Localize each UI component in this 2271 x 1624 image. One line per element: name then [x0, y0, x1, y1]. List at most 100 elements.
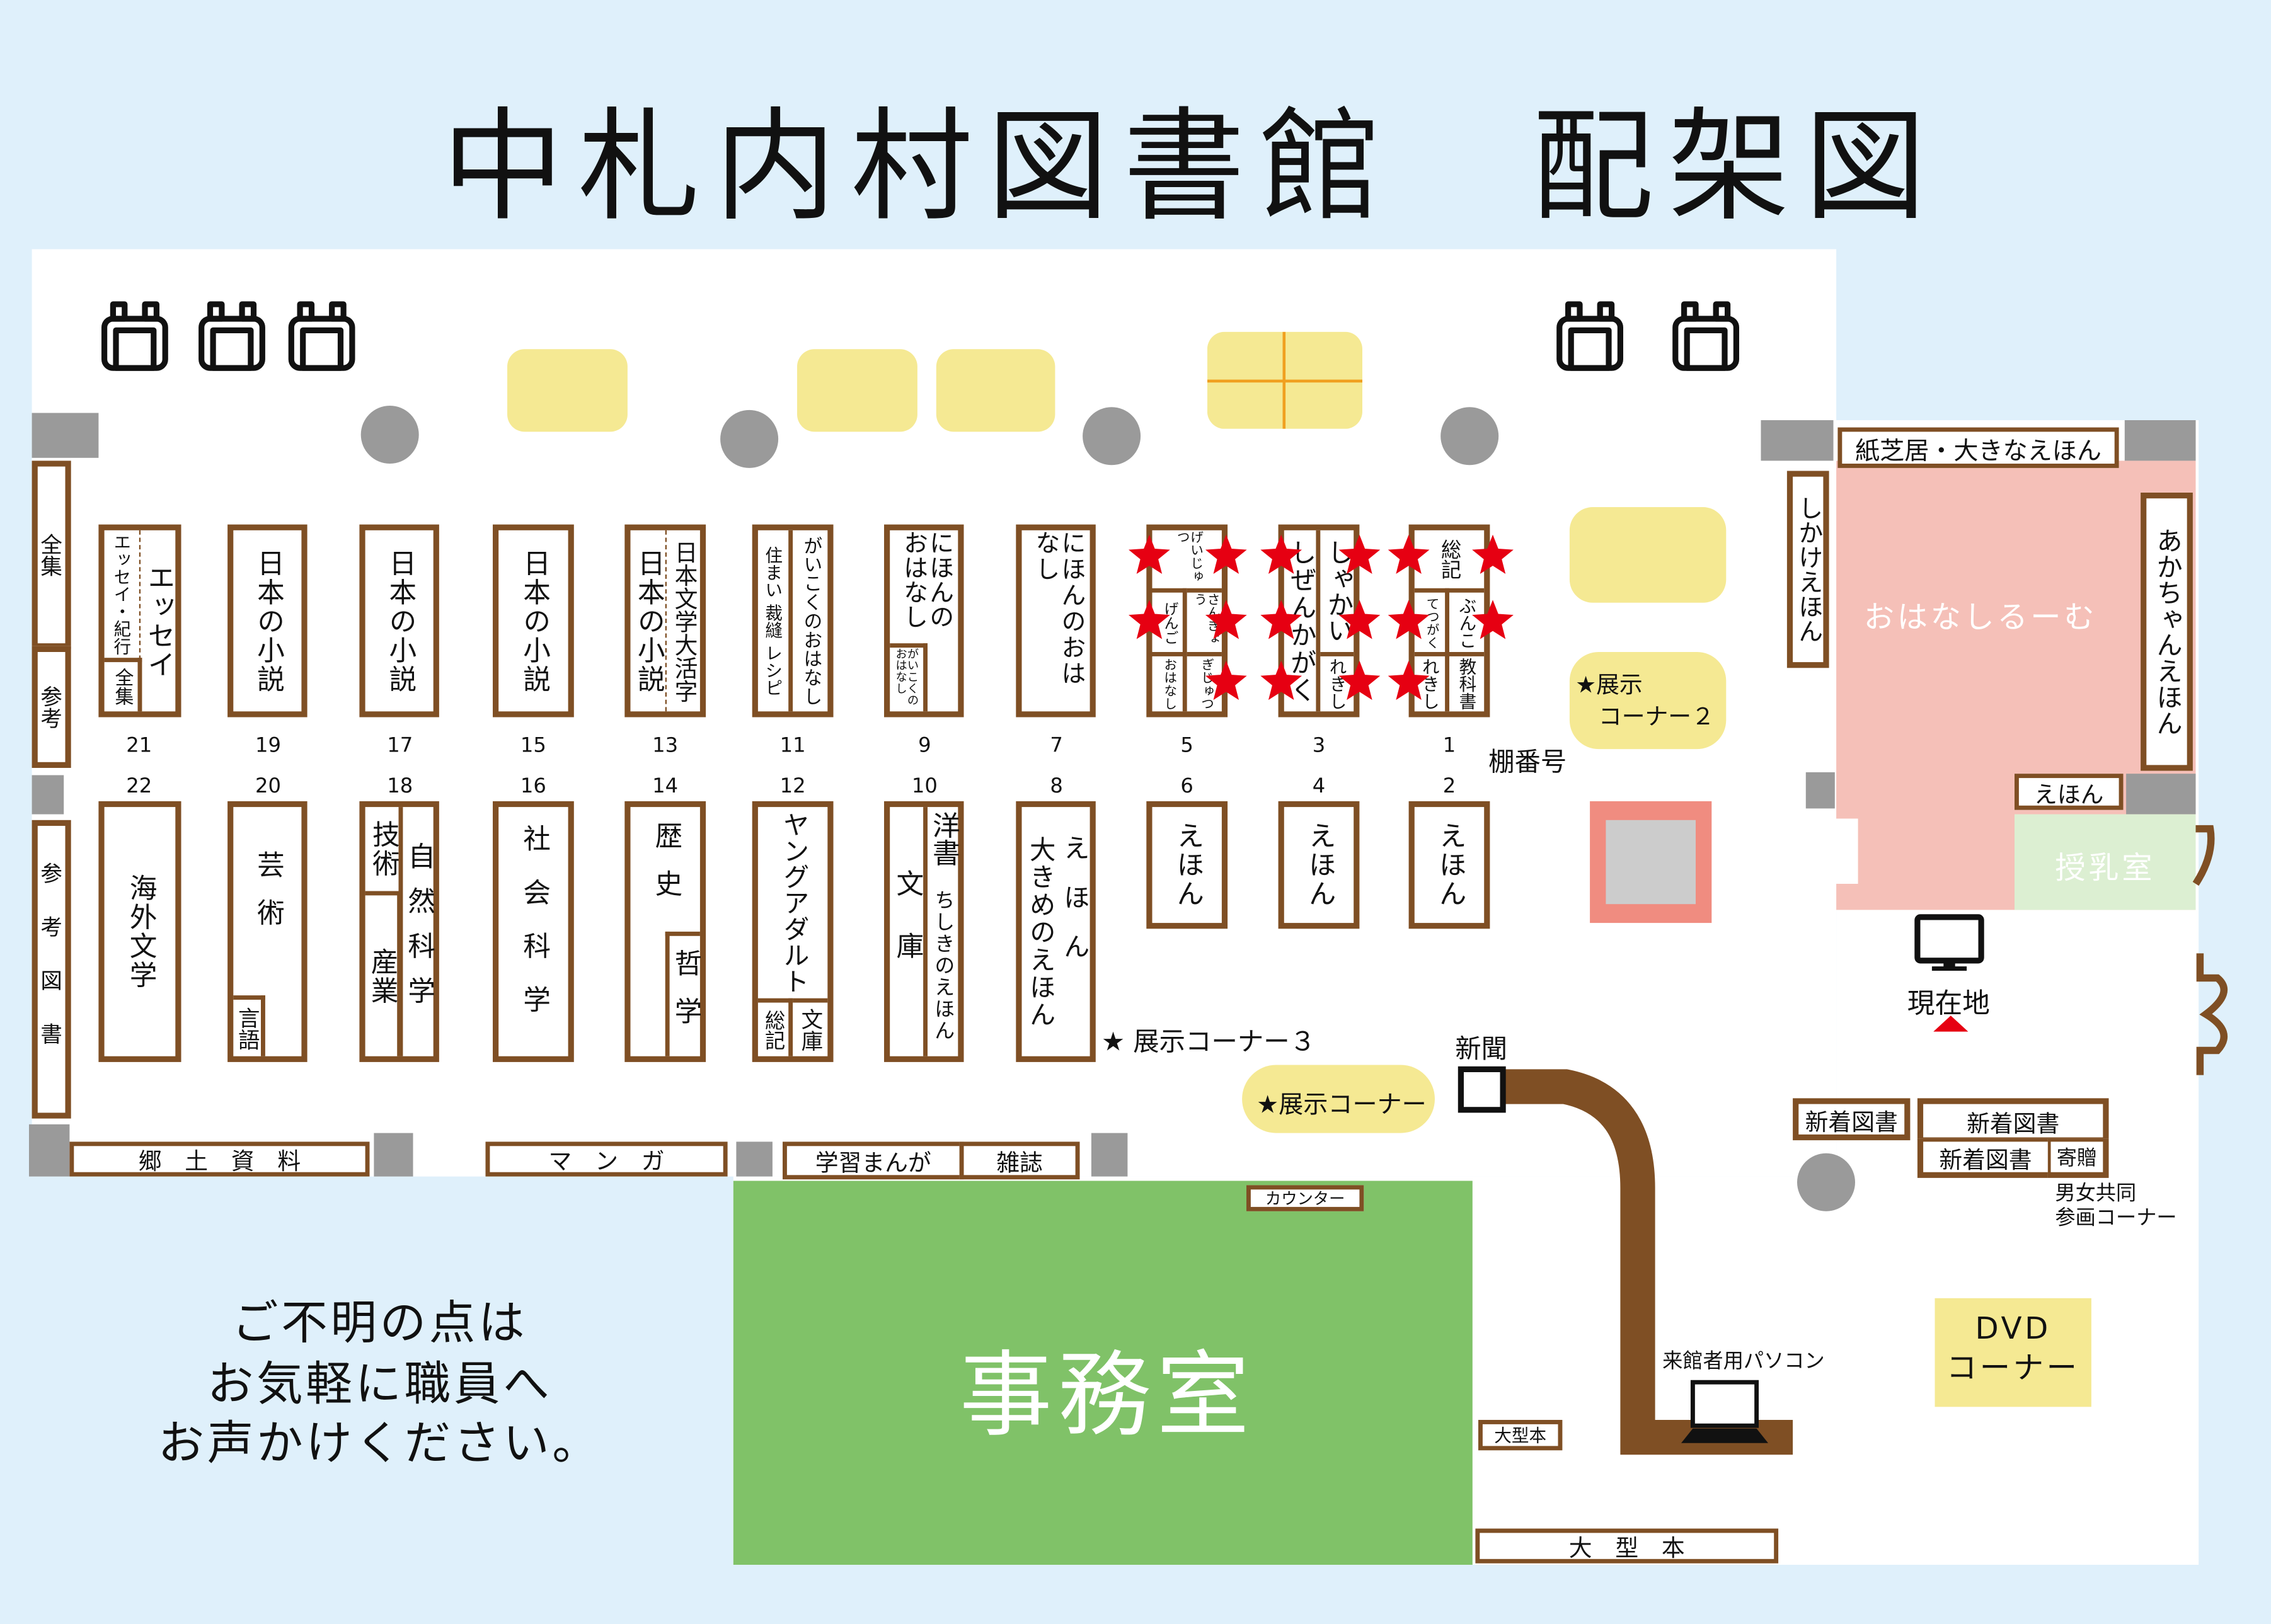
wall-block [2126, 774, 2196, 815]
shelf-section: 哲学 [665, 931, 702, 1056]
star-icon [1472, 534, 1514, 575]
shelf-section: 社会科学 [519, 824, 551, 1039]
newspaper-label: 新聞 [1455, 1034, 1507, 1065]
page-title: 中札内村図書館 配架図 [442, 95, 1941, 238]
shelf-gakushu-manga: 学習まんが [783, 1141, 964, 1180]
star-icon [1260, 660, 1302, 700]
nursing-room [2015, 814, 2196, 910]
shelf-11: 住まい 裁縫 レシピ がいこくのおはなし [752, 524, 834, 718]
shelf-number: 13 [652, 735, 679, 758]
stove-inner [1606, 820, 1696, 905]
shelf-section: にほんのおはなし [897, 530, 953, 629]
shelf-donations-label: 寄贈 [2056, 1147, 2098, 1170]
shelf-section: ぎじゅつ [1187, 652, 1222, 711]
shelf-section: 海外文学 [125, 873, 158, 990]
shelf-kyodo: 郷 土 資 料 [69, 1141, 370, 1177]
notice-line-2: お気軽に職員へ [207, 1355, 553, 1411]
shelf-sanko-label: 参考 [37, 685, 64, 729]
shelf-number: 21 [126, 735, 152, 758]
gender-equality-line-1: 男女共同 [2055, 1182, 2137, 1206]
shelf-new-books-2: 新着図書 [1917, 1098, 2109, 1141]
shelf-19: 日本の小説 [227, 524, 308, 718]
shelf-ogata-label: 大 型 本 [1568, 1534, 1685, 1562]
chair-icon [1672, 301, 1739, 371]
wall-block [32, 413, 99, 458]
shelf-section: 歴史 [650, 821, 683, 917]
shelf-section: えほん [1059, 834, 1090, 983]
shelf-manga: マ ン ガ [485, 1141, 728, 1177]
shelf-section: げんご [1152, 588, 1187, 652]
shelf-zenshu: 全集 [32, 460, 71, 649]
current-location-marker-icon [1933, 1015, 1969, 1032]
display-corner [1242, 1065, 1435, 1133]
door-icon [2192, 825, 2215, 886]
shelf-section: 日本の小説 [384, 548, 417, 694]
shelf-section: がいこくのおはなし [890, 643, 928, 712]
shelf-new-books-1-label: 新着図書 [1805, 1107, 1898, 1136]
shelf-section: れきし [1320, 652, 1354, 711]
shelf-section: 日本文学大活字 [665, 530, 700, 712]
chair-icon [288, 301, 355, 371]
stove [1590, 801, 1712, 924]
shelf-number: 8 [1050, 775, 1063, 799]
shelf-number: 16 [520, 775, 546, 799]
shelf-shikake-ehon-label: しかけえほん [1793, 495, 1822, 644]
shelf-manga-label: マ ン ガ [548, 1147, 665, 1175]
shelf-new-books-2-label: 新着図書 [1967, 1109, 2060, 1137]
gender-equality-line-2: 参画コーナー [2055, 1206, 2177, 1230]
shelf-section: 総記 [757, 998, 793, 1056]
star-icon [1205, 600, 1247, 639]
star-icon [1388, 600, 1430, 639]
wall-block [1805, 772, 1835, 809]
shelf-number: 18 [387, 775, 413, 799]
shelf-number: 20 [255, 775, 281, 799]
shelf-new-books-3-label: 新着図書 [1939, 1145, 2032, 1173]
pillar [720, 409, 779, 468]
notice-line-3: お声かけください。 [158, 1415, 602, 1471]
notice-line-1: ご不明の点は [231, 1295, 528, 1351]
shelf-section: ぶんこ [1449, 588, 1485, 652]
shelf-8: 大きめのえほん えほん [1016, 801, 1096, 1062]
shelf-section: がいこくのおはなし [799, 536, 821, 706]
wall-block [1761, 420, 1834, 461]
wall-block [374, 1133, 413, 1177]
shelf-13: 日本の小説 日本文学大活字 [624, 524, 706, 718]
shelf-section: 日本の小説 [519, 548, 551, 694]
pillar [360, 406, 419, 464]
ohanashi-room-label: おはなしるーむ [1863, 600, 2098, 635]
shelf-section: 文庫 [890, 807, 928, 1056]
wall-block [2124, 420, 2196, 461]
shelf-zasshi-label: 雑誌 [996, 1148, 1043, 1177]
shelf-section: 教科書 [1449, 652, 1485, 711]
display-corner-2-label: ★展示 コーナー２ [1575, 670, 1715, 730]
shelf-ehon: えほん [2015, 774, 2124, 810]
shelf-section: 産業 [365, 891, 402, 1056]
wall-block [29, 1124, 70, 1177]
shelf-section: 文庫 [793, 998, 828, 1056]
dvd-corner-line-2: コーナー [1946, 1351, 2080, 1386]
shelf-donations: 寄贈 [2047, 1138, 2109, 1178]
gender-equality-corner-label: 男女共同参画コーナー [2055, 1182, 2176, 1231]
shelf-ogata-small: 大型本 [1478, 1420, 1563, 1451]
shelf-akachan-ehon: あかちゃんえほん [2141, 493, 2193, 771]
shelf-number: 5 [1180, 735, 1193, 758]
shelf-12: ヤングアダルト 総記 文庫 [752, 801, 834, 1062]
counter: カウンター [1246, 1185, 1364, 1211]
shelf-number: 7 [1050, 735, 1063, 758]
shelf-20: 芸術 言語 [227, 801, 308, 1062]
shelf-number: 10 [911, 775, 938, 799]
shelf-number: 19 [255, 735, 281, 758]
shelf-section: えほん [1304, 821, 1337, 909]
table [936, 349, 1055, 432]
office-label: 事務室 [959, 1343, 1255, 1451]
display-corner-2: ★展示 コーナー２ [1569, 652, 1727, 750]
shelf-section: 住まい 裁縫 レシピ [758, 530, 793, 712]
shelf-section: げいじゅつ [1174, 530, 1202, 583]
chairs [101, 301, 1739, 371]
shelf-number: 6 [1180, 775, 1193, 799]
pillar [1440, 407, 1499, 466]
shelf-section: 大きめのえほん [1025, 835, 1056, 1028]
shelf-number: 17 [387, 735, 413, 758]
shelf-new-books-3: 新着図書 [1917, 1138, 2051, 1178]
